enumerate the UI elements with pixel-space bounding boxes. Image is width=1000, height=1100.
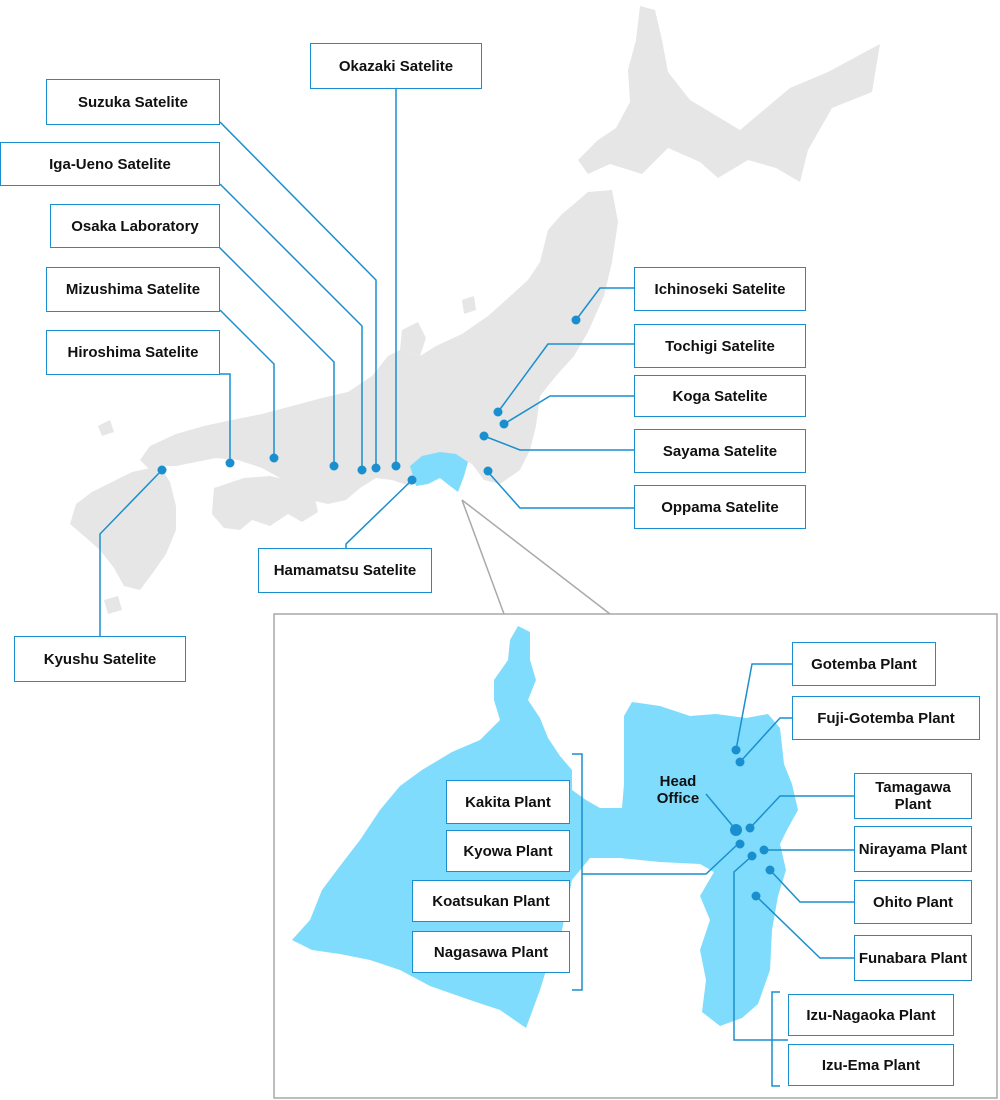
label-gotemba-plant: Gotemba Plant bbox=[792, 642, 936, 686]
label-kakita-plant: Kakita Plant bbox=[446, 780, 570, 824]
label-okazaki-satelite: Okazaki Satelite bbox=[310, 43, 482, 89]
label-oppama-satelite: Oppama Satelite bbox=[634, 485, 806, 529]
label-kyowa-plant: Kyowa Plant bbox=[446, 830, 570, 872]
label-koga-satelite: Koga Satelite bbox=[634, 375, 806, 417]
label-hiroshima-satelite: Hiroshima Satelite bbox=[46, 330, 220, 375]
label-head-office: Head Office bbox=[656, 773, 700, 807]
label-kyushu-satelite: Kyushu Satelite bbox=[14, 636, 186, 682]
label-fuji-gotemba-plant: Fuji-Gotemba Plant bbox=[792, 696, 980, 740]
label-mizushima-satelite: Mizushima Satelite bbox=[46, 267, 220, 312]
kyushu-island bbox=[70, 466, 176, 590]
label-ichinoseki-satelite: Ichinoseki Satelite bbox=[634, 267, 806, 311]
label-izu-ema-plant: Izu-Ema Plant bbox=[788, 1044, 954, 1086]
japan-landmass bbox=[70, 6, 880, 614]
honshu-island bbox=[140, 190, 618, 504]
shikoku-island bbox=[212, 476, 318, 530]
label-koatsukan-plant: Koatsukan Plant bbox=[412, 880, 570, 922]
leader-lines bbox=[99, 86, 854, 1087]
label-osaka-laboratory: Osaka Laboratory bbox=[50, 204, 220, 248]
label-sayama-satelite: Sayama Satelite bbox=[634, 429, 806, 473]
location-dots bbox=[157, 315, 775, 901]
label-funabara-plant: Funabara Plant bbox=[854, 935, 972, 981]
label-suzuka-satelite: Suzuka Satelite bbox=[46, 79, 220, 125]
label-iga-ueno-satelite: Iga-Ueno Satelite bbox=[0, 142, 220, 186]
inset-callout bbox=[273, 499, 998, 1099]
label-nirayama-plant: Nirayama Plant bbox=[854, 826, 972, 872]
label-ohito-plant: Ohito Plant bbox=[854, 880, 972, 924]
hokkaido-island bbox=[578, 6, 880, 182]
shizuoka-highlight-main bbox=[410, 452, 468, 492]
label-hamamatsu-satelite: Hamamatsu Satelite bbox=[258, 548, 432, 593]
label-tamagawa-plant: Tamagawa Plant bbox=[854, 773, 972, 819]
shizuoka-detail-region bbox=[292, 626, 798, 1028]
label-tochigi-satelite: Tochigi Satelite bbox=[634, 324, 806, 368]
label-nagasawa-plant: Nagasawa Plant bbox=[412, 931, 570, 973]
label-izu-nagaoka-plant: Izu-Nagaoka Plant bbox=[788, 994, 954, 1036]
